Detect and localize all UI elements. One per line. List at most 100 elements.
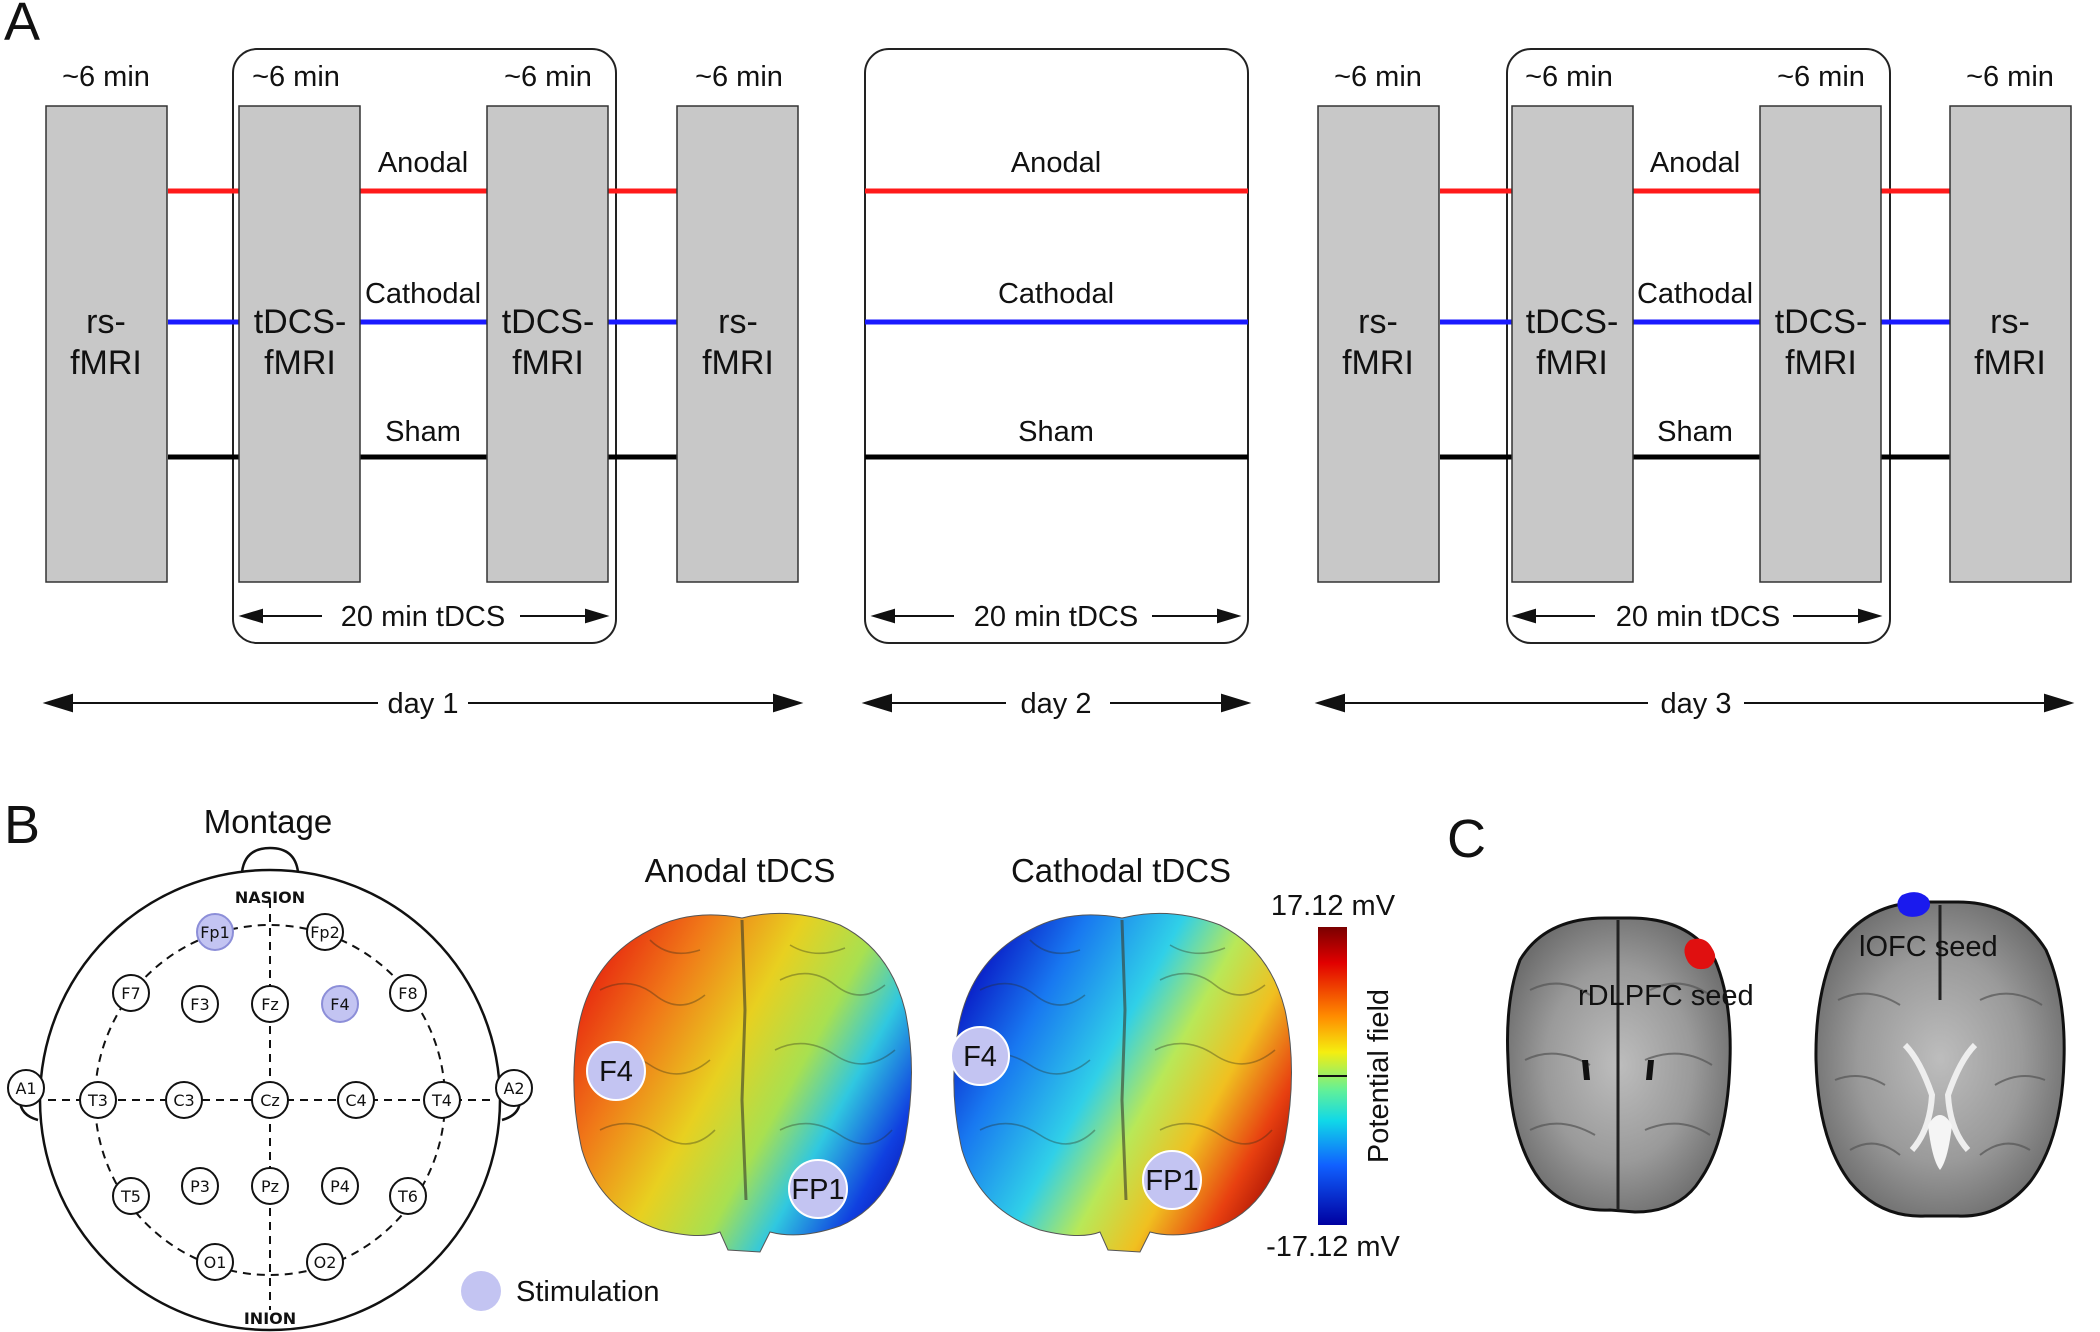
panel-label-a: A bbox=[4, 0, 40, 52]
electrode-c3 bbox=[165, 1081, 203, 1119]
day-labels: day 1 day 2 day 3 bbox=[388, 688, 1732, 720]
block-tdcs-d3-a bbox=[1511, 105, 1634, 583]
svg-text:~6 min: ~6 min bbox=[504, 61, 592, 93]
block-tdcs-d1-b bbox=[486, 105, 609, 583]
cathodal-f4-label: F4 bbox=[963, 1041, 997, 1073]
svg-text:~6 min: ~6 min bbox=[695, 61, 783, 93]
electrode-label-t5: T5 bbox=[120, 1187, 141, 1206]
electrode-label-t6: T6 bbox=[397, 1187, 418, 1206]
electrode-label-c3: C3 bbox=[173, 1091, 194, 1110]
cathodal-tdcs-title: Cathodal tDCS bbox=[1011, 852, 1231, 889]
blocks bbox=[45, 105, 2072, 583]
svg-text:day 1: day 1 bbox=[388, 688, 459, 720]
electrode-fp2 bbox=[306, 913, 344, 951]
svg-text:fMRI: fMRI bbox=[1342, 344, 1414, 382]
electrode-p4 bbox=[321, 1167, 359, 1205]
svg-text:rs-: rs- bbox=[1358, 303, 1398, 341]
nasion-label: NASION bbox=[235, 888, 305, 907]
lofc-seed-label: lOFC seed bbox=[1859, 931, 1998, 963]
svg-text:Anodal: Anodal bbox=[1011, 147, 1101, 179]
anodal-fp1-marker bbox=[788, 1159, 848, 1219]
svg-text:rs-: rs- bbox=[718, 303, 758, 341]
panel-label-c: C bbox=[1447, 809, 1486, 869]
electrode-fp1 bbox=[196, 913, 234, 951]
svg-text:Anodal: Anodal bbox=[1650, 147, 1740, 179]
montage-title: Montage bbox=[204, 803, 332, 840]
svg-text:fMRI: fMRI bbox=[1536, 344, 1608, 382]
tdcs-duration-arrows bbox=[238, 608, 1883, 624]
panel-label-b: B bbox=[4, 795, 40, 855]
svg-text:tDCS-: tDCS- bbox=[254, 303, 347, 341]
electrode-label-fp2: Fp2 bbox=[310, 923, 340, 942]
electrode-label-a2: A2 bbox=[503, 1079, 524, 1098]
time-labels: ~6 min ~6 min ~6 min ~6 min ~6 min ~6 mi… bbox=[62, 61, 2054, 93]
svg-text:Sham: Sham bbox=[385, 416, 461, 448]
electrode-t3 bbox=[79, 1081, 117, 1119]
svg-text:Cathodal: Cathodal bbox=[1637, 278, 1753, 310]
electrode-f7 bbox=[112, 974, 150, 1012]
rdlpfc-seed-label: rDLPFC seed bbox=[1578, 980, 1754, 1012]
svg-text:tDCS-: tDCS- bbox=[1775, 303, 1868, 341]
electrode-fz bbox=[251, 985, 289, 1023]
electrode-label-cz: Cz bbox=[260, 1091, 280, 1110]
svg-text:~6 min: ~6 min bbox=[1334, 61, 1422, 93]
block-rs-d1-post bbox=[676, 105, 799, 583]
colorbar-max-label: 17.12 mV bbox=[1271, 890, 1396, 922]
colorbar-min-label: -17.12 mV bbox=[1266, 1231, 1400, 1263]
stimulation-legend-swatch bbox=[461, 1271, 501, 1311]
electrode-f4 bbox=[321, 985, 359, 1023]
electrode-a1 bbox=[7, 1069, 45, 1107]
svg-text:20 min tDCS: 20 min tDCS bbox=[1616, 601, 1780, 633]
tdcs-box-day2 bbox=[864, 48, 1249, 644]
electrode-label-fp1: Fp1 bbox=[200, 923, 230, 942]
electrode-f8 bbox=[389, 974, 427, 1012]
electrode-label-f8: F8 bbox=[398, 984, 417, 1003]
svg-text:Cathodal: Cathodal bbox=[998, 278, 1114, 310]
tdcs-box-day1 bbox=[232, 48, 617, 644]
tdcs-box-day3 bbox=[1506, 48, 1891, 644]
anodal-f4-label: F4 bbox=[599, 1056, 633, 1088]
inion-label: INION bbox=[244, 1309, 296, 1328]
svg-text:Cathodal: Cathodal bbox=[365, 278, 481, 310]
electrode-a2 bbox=[495, 1069, 533, 1107]
electrode-t4 bbox=[423, 1081, 461, 1119]
anodal-tdcs-title: Anodal tDCS bbox=[645, 852, 836, 889]
electrode-label-f3: F3 bbox=[190, 995, 209, 1014]
mri-slice-rdlpfc bbox=[1506, 916, 1732, 1214]
electrode-label-t3: T3 bbox=[87, 1091, 108, 1110]
svg-text:fMRI: fMRI bbox=[702, 344, 774, 382]
mri-slice-lofc bbox=[1814, 900, 2066, 1218]
cathodal-brain bbox=[953, 912, 1292, 1253]
electrode-t6 bbox=[389, 1177, 427, 1215]
svg-text:~6 min: ~6 min bbox=[1777, 61, 1865, 93]
anodal-f4-marker bbox=[586, 1041, 646, 1101]
day-arrows bbox=[42, 693, 2075, 713]
svg-text:Anodal: Anodal bbox=[378, 147, 468, 179]
svg-text:tDCS-: tDCS- bbox=[1526, 303, 1619, 341]
electrode-p3 bbox=[181, 1167, 219, 1205]
electrode-label-o1: O1 bbox=[204, 1253, 227, 1272]
electrode-label-t4: T4 bbox=[431, 1091, 452, 1110]
svg-text:~6 min: ~6 min bbox=[62, 61, 150, 93]
condition-labels: Anodal Cathodal Sham Anodal Cathodal Sha… bbox=[365, 147, 1753, 448]
electrode-label-f4: F4 bbox=[330, 995, 349, 1014]
svg-text:fMRI: fMRI bbox=[512, 344, 584, 382]
svg-text:20 min tDCS: 20 min tDCS bbox=[341, 601, 505, 633]
electrode-c4 bbox=[337, 1081, 375, 1119]
electrode-o2 bbox=[306, 1243, 344, 1281]
svg-text:tDCS-: tDCS- bbox=[502, 303, 595, 341]
svg-text:~6 min: ~6 min bbox=[252, 61, 340, 93]
electrode-label-p4: P4 bbox=[330, 1177, 350, 1196]
tdcs-duration-labels: 20 min tDCS 20 min tDCS 20 min tDCS bbox=[341, 601, 1780, 633]
svg-text:day 2: day 2 bbox=[1021, 688, 1092, 720]
svg-text:fMRI: fMRI bbox=[70, 344, 142, 382]
block-rs-d3-pre bbox=[1317, 105, 1440, 583]
electrode-o1 bbox=[196, 1243, 234, 1281]
electrode-t5 bbox=[112, 1177, 150, 1215]
block-rs-d3-post bbox=[1949, 105, 2072, 583]
svg-text:fMRI: fMRI bbox=[1974, 344, 2046, 382]
rdlpfc-seed-blob bbox=[1684, 938, 1716, 970]
svg-text:Sham: Sham bbox=[1657, 416, 1733, 448]
